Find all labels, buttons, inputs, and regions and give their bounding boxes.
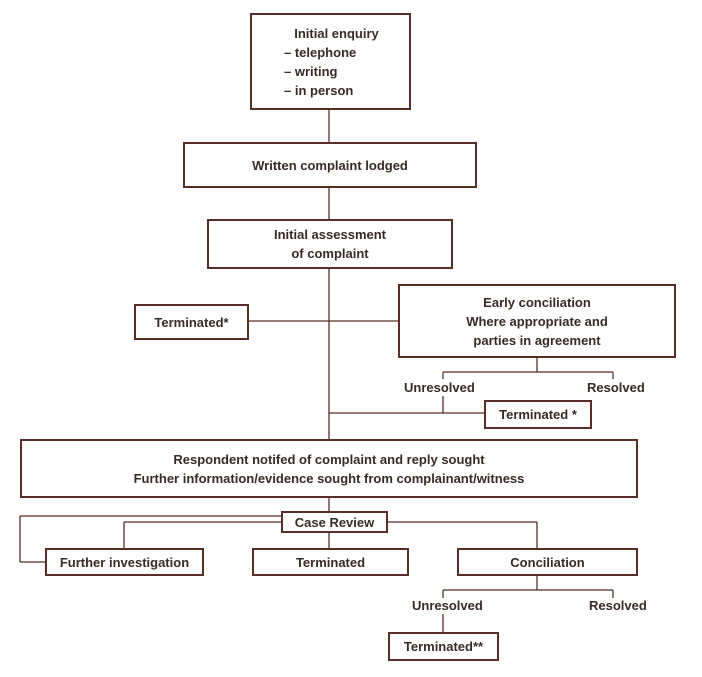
initial-enquiry-title: Initial enquiry (294, 25, 379, 41)
terminated-3-label: Terminated (295, 554, 366, 570)
early-conciliation-line3: parties in agreement (473, 332, 601, 348)
initial-assessment-line1: Initial assessment (274, 227, 386, 242)
respondent-notified-line1: Respondent notifed of complaint and repl… (173, 451, 485, 467)
early-conciliation-line1: Early conciliation (483, 294, 591, 310)
initial-enquiry-item-in-person: – in person (284, 82, 354, 98)
conciliation-label: Conciliation (510, 554, 585, 570)
respondent-notified-box: Respondent notifed of complaint and repl… (20, 439, 638, 498)
terminated-box-2: Terminated * (484, 400, 592, 429)
written-complaint-box: Written complaint lodged (183, 142, 477, 188)
case-review-box: Case Review (281, 511, 388, 533)
further-investigation-box: Further investigation (45, 548, 204, 576)
conciliation-resolved-label: Resolved (589, 598, 647, 613)
terminated-box-4: Terminated** (388, 632, 499, 661)
terminated-box-3: Terminated (252, 548, 409, 576)
terminated-4-label: Terminated** (403, 639, 484, 654)
case-review-label: Case Review (294, 514, 375, 530)
early-conciliation-line2: Where appropriate and (466, 313, 608, 329)
terminated-box-1: Terminated* (134, 304, 249, 340)
further-investigation-label: Further investigation (59, 554, 190, 570)
written-complaint-label: Written complaint lodged (252, 157, 408, 173)
conciliation-unresolved-label: Unresolved (412, 598, 483, 613)
initial-enquiry-item-writing: – writing (284, 63, 338, 79)
conciliation-box: Conciliation (457, 548, 638, 576)
early-unresolved-label: Unresolved (404, 380, 475, 395)
early-conciliation-box: Early conciliation Where appropriate and… (398, 284, 676, 358)
terminated-2-label: Terminated * (499, 407, 577, 422)
respondent-notified-line2: Further information/evidence sought from… (133, 470, 525, 486)
initial-enquiry-box: Initial enquiry – telephone – writing – … (250, 13, 411, 110)
initial-assessment-box: Initial assessment of complaint (207, 219, 453, 269)
initial-assessment-line2: of complaint (291, 246, 369, 261)
initial-enquiry-item-telephone: – telephone (284, 44, 357, 60)
early-resolved-label: Resolved (587, 380, 645, 395)
terminated-1-label: Terminated* (154, 314, 229, 330)
